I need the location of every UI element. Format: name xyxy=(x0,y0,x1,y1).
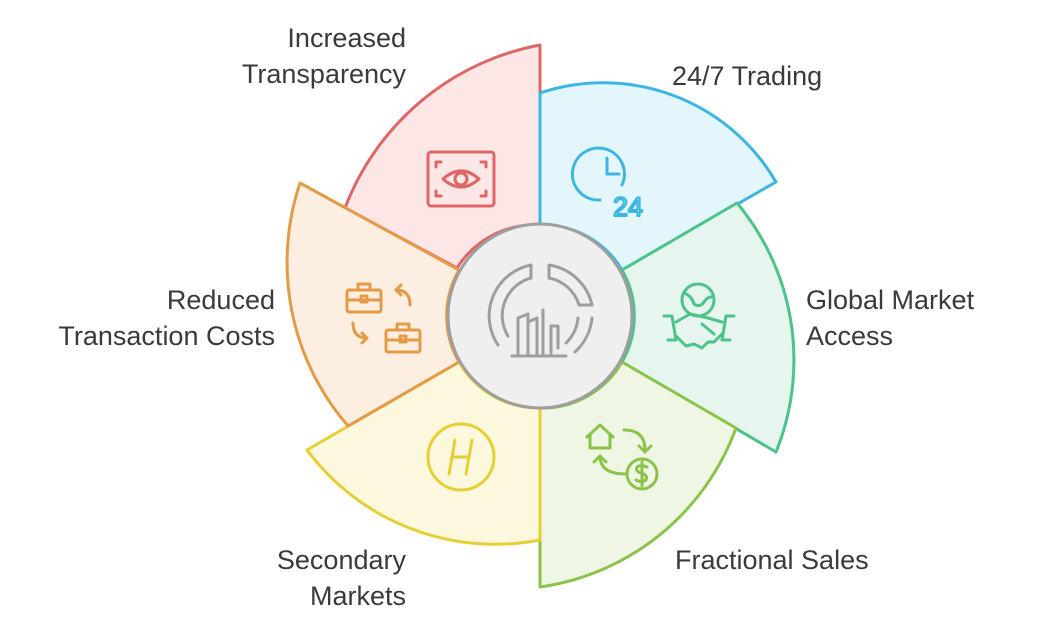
clock-24-icon: 24 xyxy=(570,146,644,223)
segment-trading: 24 xyxy=(538,81,778,272)
label-transparency: Increased Transparency xyxy=(241,23,406,89)
label-fractional: Fractional Sales xyxy=(675,545,869,575)
label-costs: Reduced Transaction Costs xyxy=(58,285,275,351)
h-coin-icon xyxy=(426,422,496,492)
segment-fractional xyxy=(538,360,738,589)
center-hub xyxy=(446,222,634,410)
label-global: Global Market Access xyxy=(806,285,975,351)
chart-gauge-icon xyxy=(487,263,594,358)
svg-text:24: 24 xyxy=(613,192,643,222)
globe-handshake-icon xyxy=(662,282,736,350)
segment-global xyxy=(620,201,796,454)
briefcase-exchange-icon xyxy=(345,282,422,354)
segment-transparency xyxy=(343,43,542,270)
label-trading: 24/7 Trading xyxy=(672,61,823,91)
house-dollar-exchange-icon xyxy=(585,423,659,491)
eye-scan-icon xyxy=(426,150,496,208)
label-secondary: Secondary Markets xyxy=(276,545,406,611)
